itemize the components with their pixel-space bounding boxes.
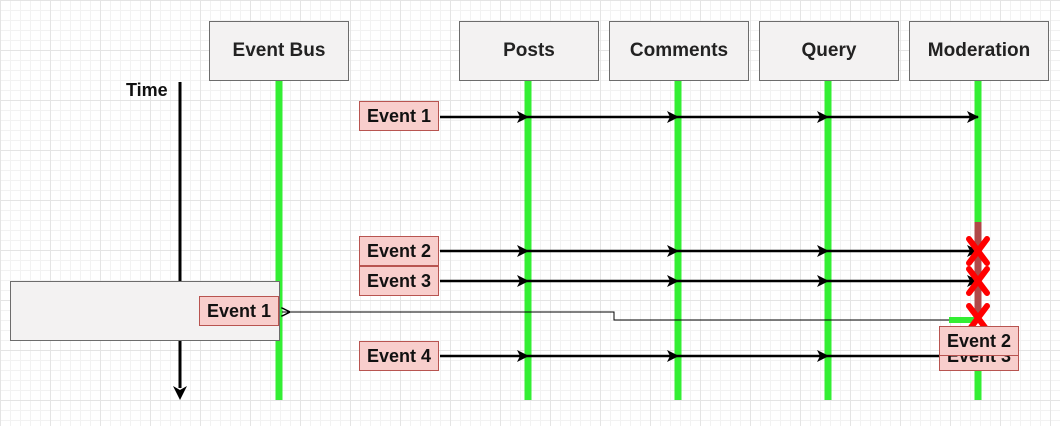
service-label: Posts (503, 40, 555, 61)
x-mark-icon (966, 236, 990, 266)
event-tag-2: Event 2 (359, 236, 439, 266)
service-comments: Comments (609, 21, 749, 81)
service-posts: Posts (459, 21, 599, 81)
service-label: Moderation (927, 40, 1031, 61)
event-tag-3: Event 3 (359, 266, 439, 296)
service-label: Event Bus (232, 40, 326, 61)
queued-event-front: Event 2 (939, 326, 1019, 356)
reemit-connector (282, 312, 949, 321)
reemitted-event-tag: Event 1 (199, 296, 279, 326)
service-query: Query (759, 21, 899, 81)
time-label: Time (126, 80, 168, 100)
service-moderation: Moderation (909, 21, 1049, 81)
service-label: Query (801, 40, 857, 61)
service-label: Comments (629, 40, 729, 61)
event-tag-1: Event 1 (359, 101, 439, 131)
service-event-bus: Event Bus (209, 21, 349, 81)
time-axis-arrow-head-icon (173, 386, 187, 400)
event-tag-4: Event 4 (359, 341, 439, 371)
x-mark-icon (966, 266, 990, 296)
